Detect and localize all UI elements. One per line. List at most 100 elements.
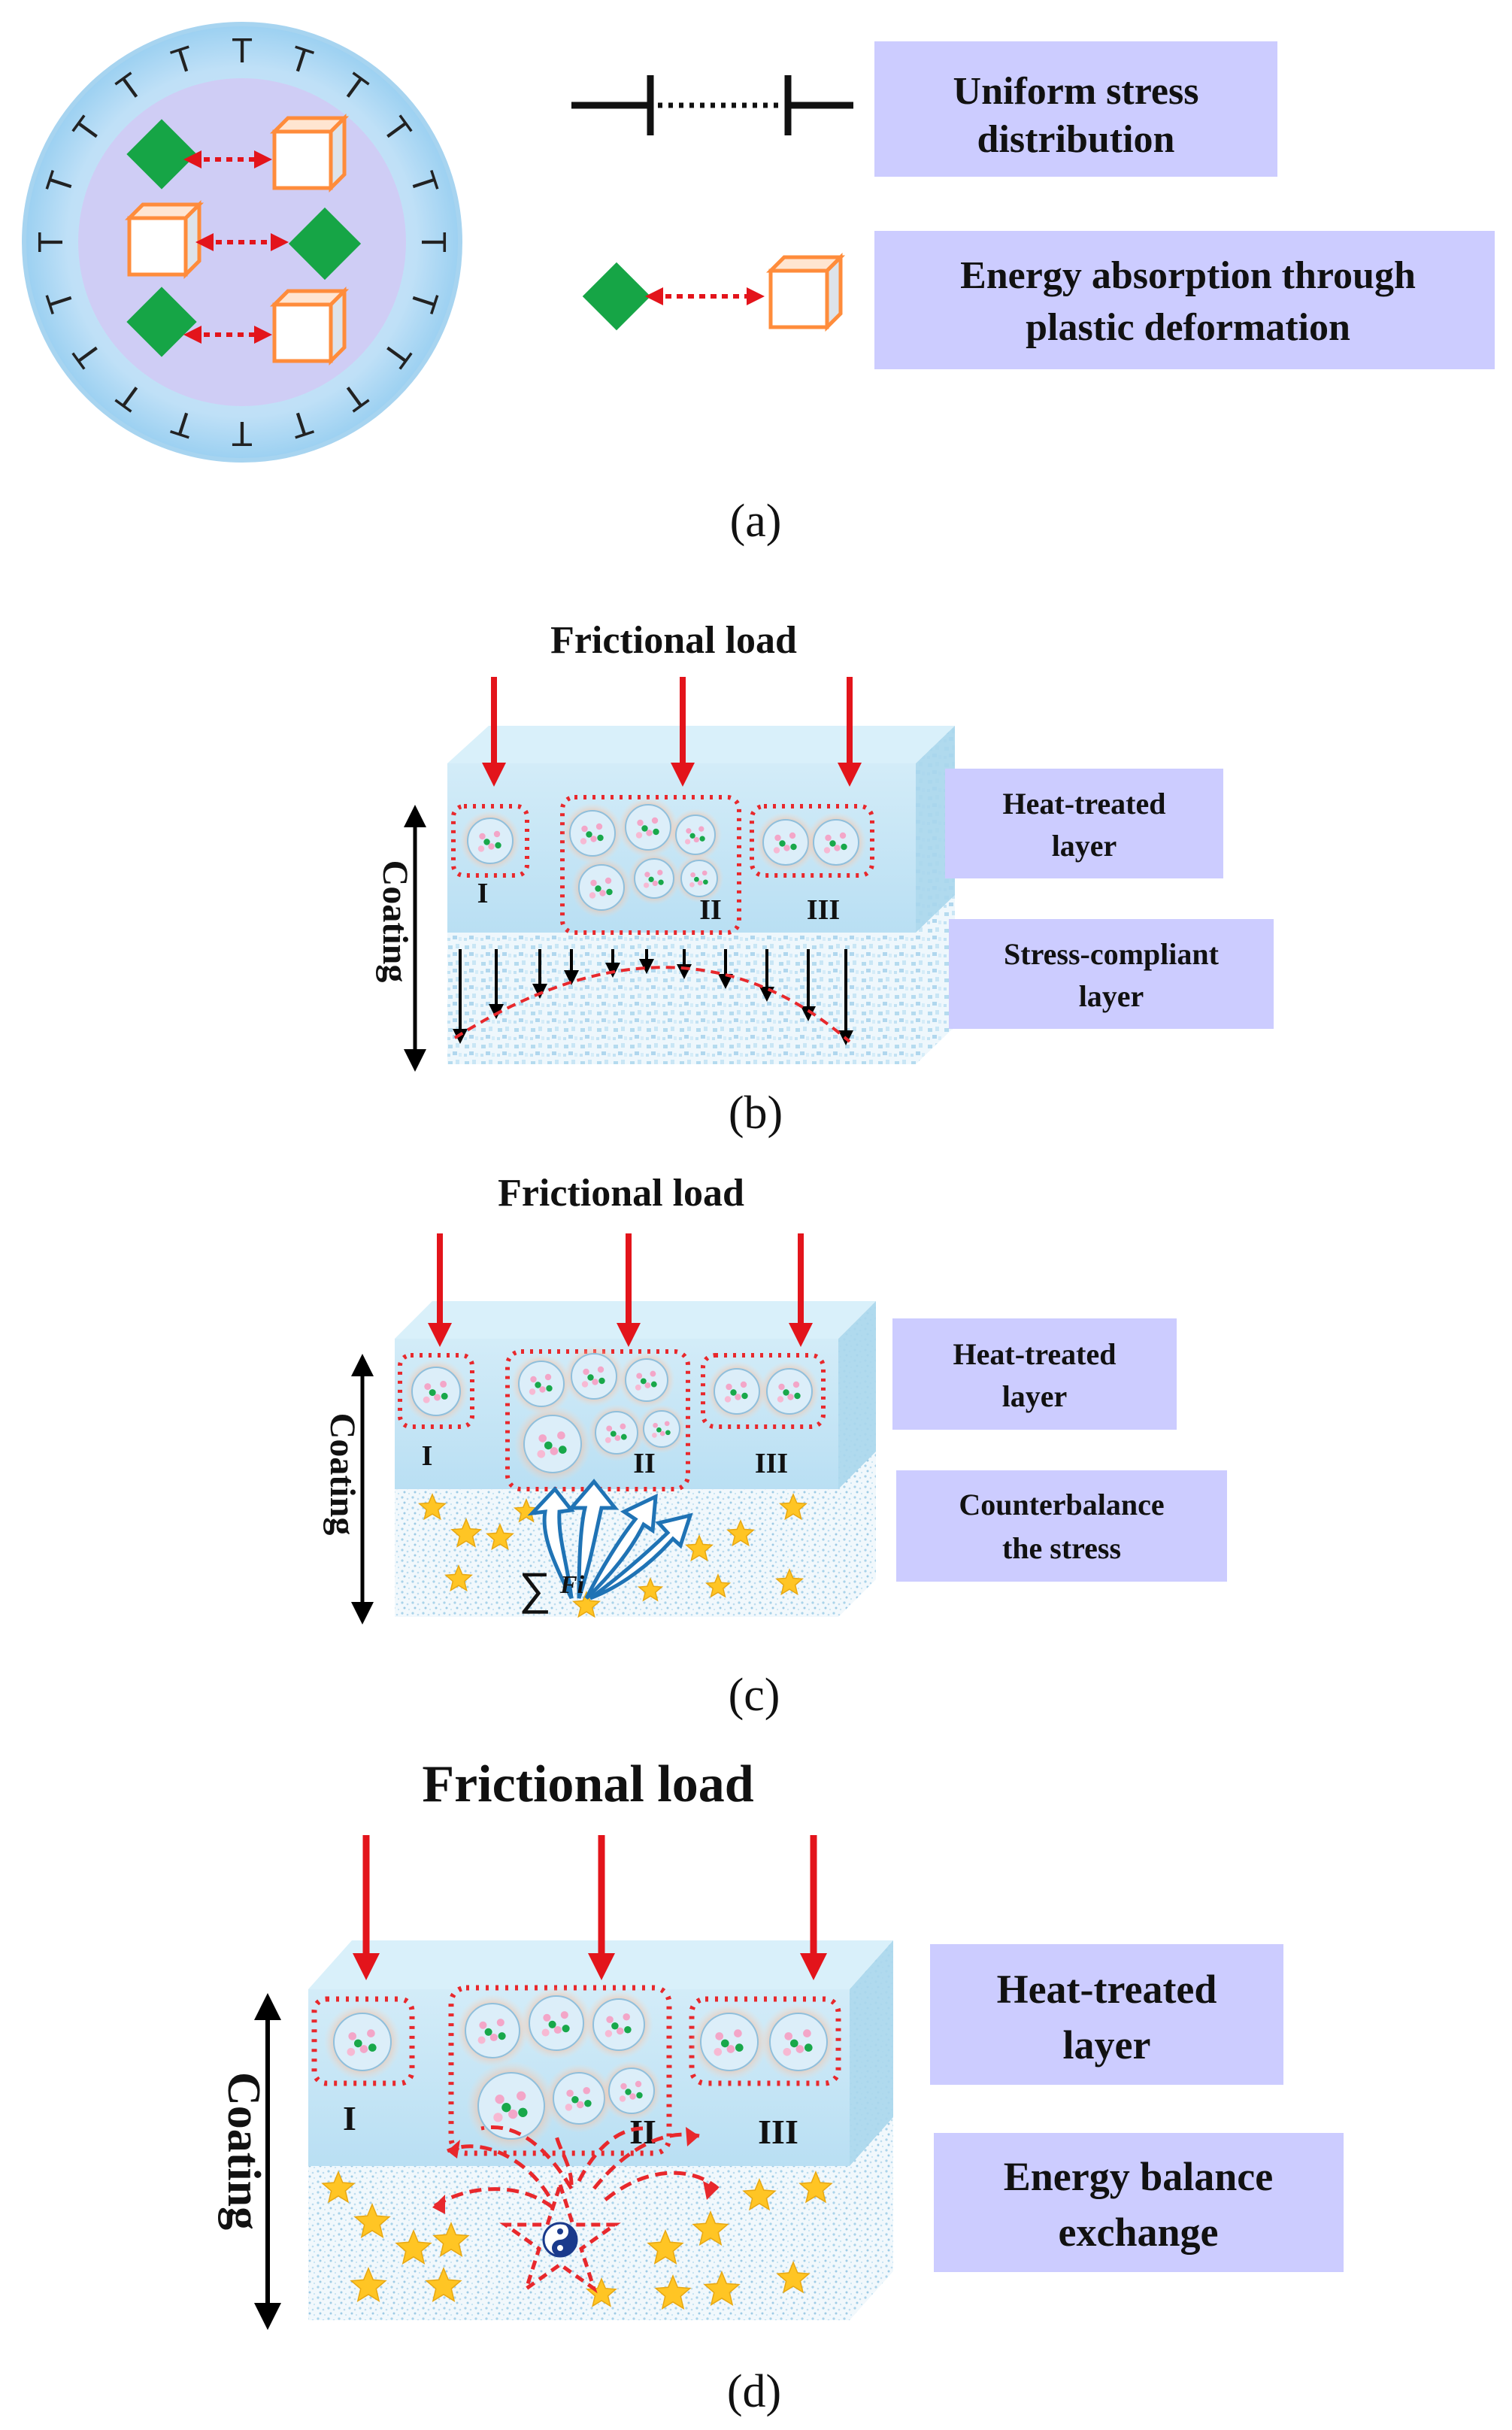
grain-particle <box>403 1358 469 1424</box>
coating-top-face-b <box>447 726 955 763</box>
box-heat-treated-c-line1: Heat-treated <box>953 1337 1117 1371</box>
diamond-phase <box>126 119 197 190</box>
grains-b <box>459 796 867 918</box>
caption-a: (a) <box>730 496 782 547</box>
caption-c: (c) <box>729 1670 780 1721</box>
box-heat-treated-d-line1: Heat-treated <box>997 1967 1217 2012</box>
star-marker <box>776 2261 811 2294</box>
grain-particle <box>690 2003 768 2081</box>
star-marker <box>432 2222 470 2257</box>
coating-label-c: Coating <box>323 1413 362 1536</box>
region-I-b: I <box>477 878 489 909</box>
grain-particle <box>759 2003 838 2081</box>
energy-exchange-layer-d <box>308 2166 850 2320</box>
grain-particle <box>637 1404 686 1454</box>
box-energy-balance-d <box>934 2133 1344 2272</box>
star-marker <box>395 2229 432 2265</box>
box-counterbalance-c-line2: the stress <box>1002 1531 1121 1565</box>
grain-particle <box>755 812 817 873</box>
region-outline-II-b <box>560 795 741 935</box>
box-heat-treated-c <box>892 1318 1177 1430</box>
legend-box-uniform-stress <box>874 41 1277 177</box>
box-energy-balance-d-line2: exchange <box>1059 2210 1219 2255</box>
box-counterbalance-c-line1: Counterbalance <box>959 1488 1164 1521</box>
stars-c <box>418 1493 808 1618</box>
energy-exchange-arrows <box>431 2125 720 2214</box>
phase-pair-3 <box>126 286 350 366</box>
legend-energy-line2: plastic deformation <box>1026 306 1350 349</box>
load-arrows-c <box>428 1233 813 1347</box>
dislocation-symbol: T <box>232 31 253 70</box>
coating-top-face-c <box>395 1301 876 1339</box>
box-heat-treated-b-line2: layer <box>1052 829 1117 863</box>
star-marker <box>350 2267 387 2302</box>
grain-particle <box>674 854 724 903</box>
legend-uniform-stress-line2: distribution <box>977 118 1175 161</box>
legend-energy-line1: Energy absorption through <box>960 254 1416 297</box>
star-marker <box>450 1518 482 1548</box>
region-outline-III-b <box>750 804 874 878</box>
region-outline-I-d <box>311 1996 415 2086</box>
star-marker <box>444 1564 473 1592</box>
region-III-d: III <box>758 2113 798 2151</box>
box-heat-treated-d-line2: layer <box>1063 2022 1151 2067</box>
grain-particle <box>323 2003 401 2081</box>
grain-particle <box>584 1990 653 2059</box>
cube-phase <box>269 286 350 366</box>
grain-particle <box>520 1986 593 2060</box>
grain-particle <box>805 812 867 873</box>
coating-label-b: Coating <box>375 860 415 983</box>
star-marker <box>321 2171 356 2204</box>
star-marker <box>637 1577 664 1602</box>
star-marker <box>742 2178 777 2211</box>
grain-particle <box>571 857 632 918</box>
grains-c <box>403 1345 820 1483</box>
region-I-d: I <box>343 2099 356 2137</box>
region-III-c: III <box>755 1448 788 1479</box>
star-marker <box>685 1534 714 1562</box>
panel-b: Frictional load I II III Coating Heat-tr… <box>375 619 1274 1139</box>
stars-d <box>321 2171 833 2310</box>
dislocation-symbol: T <box>414 232 453 253</box>
region-outline-III-c <box>701 1353 826 1429</box>
phase-pair-1 <box>126 113 350 193</box>
counterforce-arrows <box>527 1479 693 1600</box>
region-I-c: I <box>422 1440 433 1472</box>
caption-b: (b) <box>729 1088 783 1139</box>
phase-pair-2 <box>124 199 362 281</box>
grain-particle <box>563 1345 625 1407</box>
legend-energy-symbol <box>582 252 846 332</box>
star-marker <box>654 2274 692 2310</box>
yin-yang-icon <box>542 2222 578 2258</box>
legend-uniform-stress-line1: Uniform stress <box>953 70 1199 113</box>
caption-d: (d) <box>727 2366 781 2417</box>
grain-particle <box>544 2064 614 2133</box>
region-outline-III-d <box>689 1996 841 2086</box>
grain-particle <box>514 1405 592 1483</box>
diamond-phase <box>126 287 197 357</box>
box-energy-balance-d-line1: Energy balance <box>1004 2154 1274 2199</box>
force-term: Fi <box>559 1571 585 1599</box>
region-II-c: II <box>633 1448 656 1479</box>
load-arrows-d <box>353 1835 827 1980</box>
force-sum-symbol: ∑ <box>519 1564 551 1614</box>
grain-particle <box>601 2060 662 2122</box>
region-outline-I-c <box>398 1353 474 1429</box>
cube-phase <box>269 113 350 193</box>
grain-particle <box>466 2061 556 2151</box>
diamond-phase <box>288 207 362 281</box>
grain-particle <box>618 1352 675 1409</box>
star-marker <box>692 2210 729 2246</box>
box-heat-treated-b <box>945 769 1223 878</box>
dislocation-symbol: T <box>232 414 253 454</box>
star-marker <box>798 2171 833 2204</box>
region-outline-I-b <box>451 804 529 878</box>
star-marker <box>704 1573 732 1598</box>
load-arrows-b <box>482 677 862 787</box>
star-marker <box>775 1568 804 1596</box>
region-II-b: II <box>699 894 722 926</box>
grain-particle <box>627 851 681 906</box>
box-stress-compliant-b-line1: Stress-compliant <box>1004 937 1220 971</box>
cube-phase <box>124 199 205 280</box>
